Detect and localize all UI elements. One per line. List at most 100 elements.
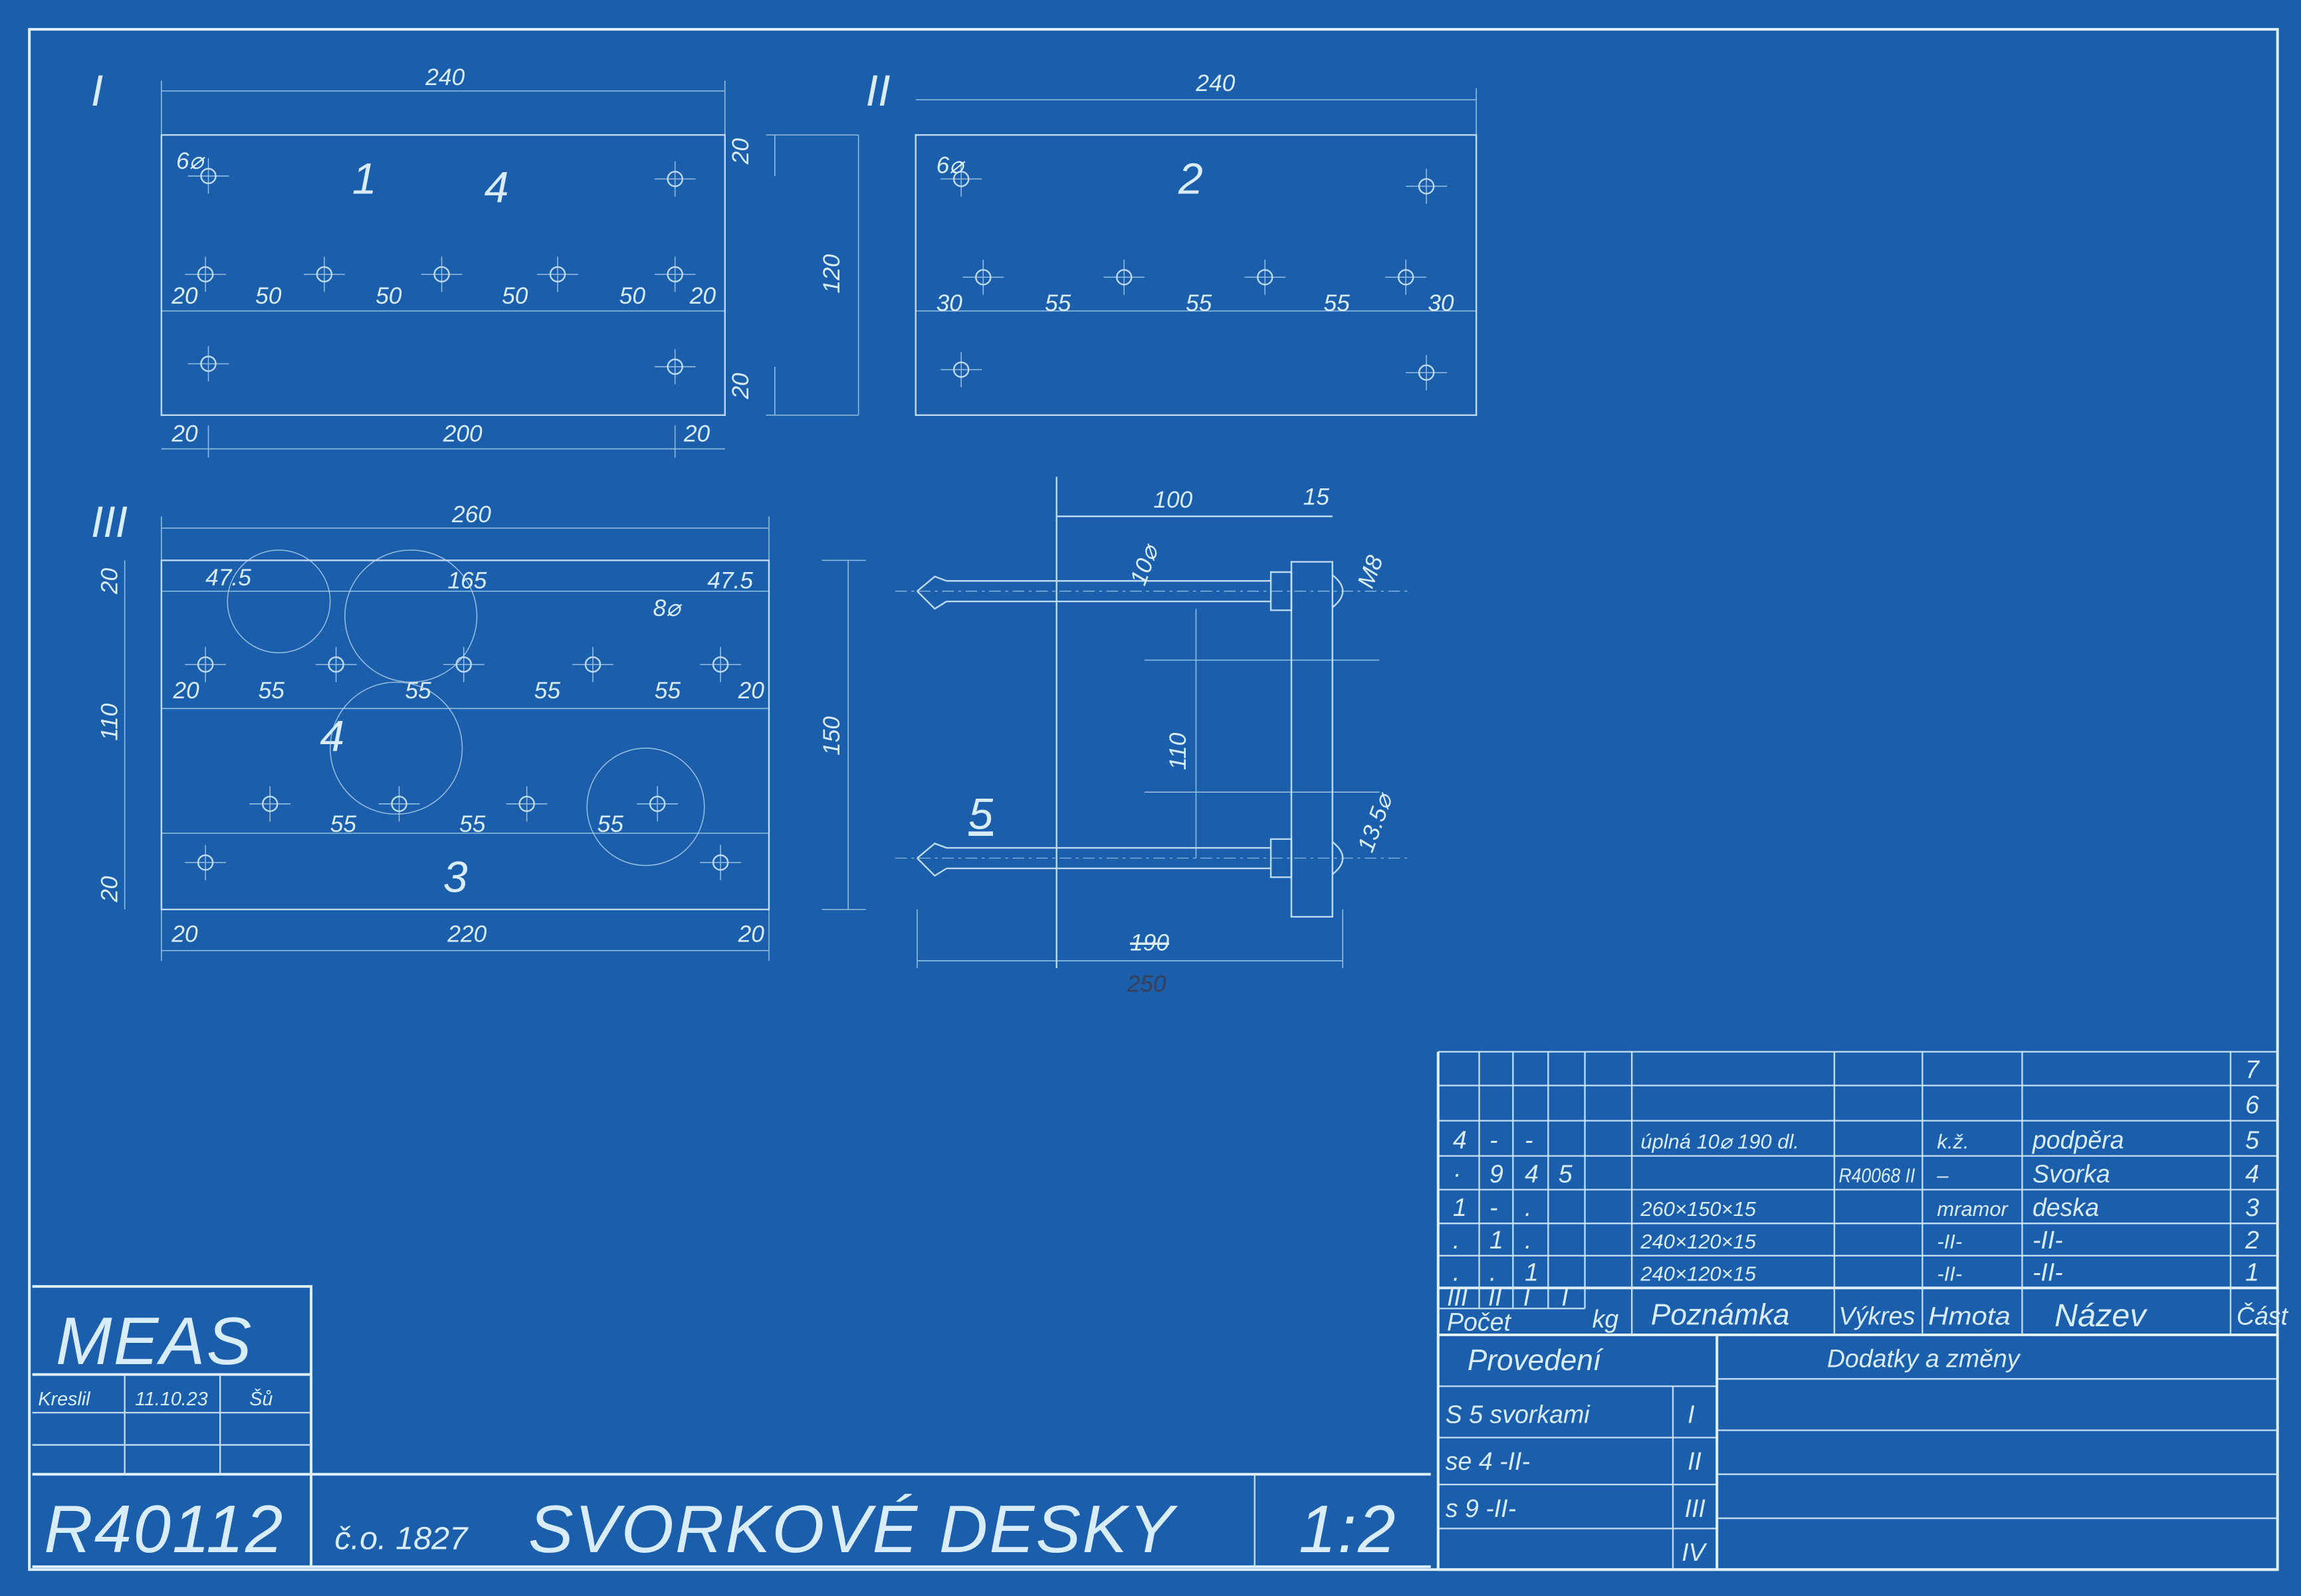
hole-centerline <box>940 351 982 387</box>
parts-cell-qty: · <box>1453 1159 1462 1187</box>
parts-cell-qty: - <box>1525 1126 1533 1154</box>
dim-height: 120 <box>819 254 845 293</box>
drawn-by: Šů <box>249 1387 273 1410</box>
parts-cell-qty: 9 <box>1489 1159 1503 1187</box>
parts-cell-drawing: R40068 II <box>1839 1163 1916 1187</box>
parts-cell-part: 2 <box>2245 1226 2259 1254</box>
parts-cell-qty: . <box>1525 1193 1531 1221</box>
title-block-frame <box>32 1285 1431 1568</box>
dimension-lines <box>124 516 866 961</box>
dim: 47.5 <box>205 565 251 591</box>
dim: 55 <box>259 678 285 704</box>
parts-cell-material: -II- <box>1937 1262 1962 1285</box>
dim: 55 <box>1324 290 1351 316</box>
hole-centerline <box>304 256 345 292</box>
part-number: 1 <box>352 154 377 203</box>
hole-centerline <box>1385 259 1427 295</box>
dim: 20 <box>738 678 765 704</box>
view-3: III 260 47.5 165 47.5 8⌀ 20 110 20 150 2… <box>91 498 866 961</box>
dim: 50 <box>255 283 282 309</box>
hole-centerline <box>249 786 291 822</box>
hole-centerline <box>940 161 982 197</box>
hole-centerline <box>187 346 229 382</box>
dim-top-edge: 20 <box>728 138 754 165</box>
hole-centerline <box>185 845 227 880</box>
parts-cell-qty: . <box>1489 1258 1496 1286</box>
parts-cell-qty: . <box>1525 1226 1531 1254</box>
view-1-label: I <box>91 66 103 116</box>
part-number: 5 <box>968 789 993 839</box>
dim: 200 <box>443 421 483 447</box>
header-variant: I <box>1561 1283 1568 1311</box>
dim: 55 <box>534 678 561 704</box>
execution-variant: I <box>1688 1400 1694 1428</box>
dim: 55 <box>330 811 357 837</box>
dim: 20 <box>97 876 123 903</box>
hole-centerline <box>187 158 229 194</box>
parts-cell-part: 3 <box>2245 1193 2259 1221</box>
parts-cell-note: 240×120×15 <box>1640 1230 1756 1253</box>
parts-cell-part: 4 <box>2245 1159 2259 1187</box>
hole-centerline <box>443 647 485 682</box>
dim: 20 <box>171 283 198 309</box>
header-variant: II <box>1488 1283 1502 1311</box>
header-kg: kg <box>1592 1305 1619 1333</box>
part-number: 4 <box>320 712 344 761</box>
table-frame <box>1436 1051 2278 1571</box>
dim: 55 <box>1186 290 1212 316</box>
sheet-border <box>28 28 2279 1571</box>
parts-cell-material: k.ž. <box>1937 1130 1969 1153</box>
dim-height: 150 <box>819 716 845 755</box>
dim: 50 <box>376 283 402 309</box>
parts-cell-part: 5 <box>2245 1126 2259 1154</box>
parts-cell-name: podpěra <box>2032 1126 2124 1154</box>
header-material: Hmota <box>1928 1302 2011 1330</box>
parts-cell-qty: . <box>1453 1258 1460 1286</box>
hole-centerline <box>700 845 741 880</box>
plate-2-outline <box>915 134 1478 416</box>
title-block-rules <box>32 1374 1256 1567</box>
parts-cell-material: – <box>1936 1163 1949 1187</box>
parts-cell-qty: 4 <box>1525 1159 1539 1187</box>
dim: 55 <box>1045 290 1071 316</box>
side-view: 100 15 10⌀ 110 M8 13.5⌀ 190 250 5 <box>895 476 1409 997</box>
header-note: Poznámka <box>1651 1299 1790 1332</box>
drawn-date: 11.10.23 <box>135 1389 208 1410</box>
dim: 55 <box>655 678 681 704</box>
dim-length-new: 250 <box>1127 971 1166 997</box>
hole-centerline <box>654 256 696 292</box>
hole-centerline <box>185 256 227 292</box>
holes-layer <box>185 158 1447 880</box>
view-2: II 240 6⌀ 30 55 55 55 30 2 <box>866 66 1478 416</box>
dim: 50 <box>502 283 528 309</box>
dim-hole: 6⌀ <box>936 153 966 179</box>
dimension-lines <box>915 88 1477 312</box>
drawing-scale: 1:2 <box>1299 1491 1397 1567</box>
dim: 20 <box>171 421 198 447</box>
order-number: č.o. 1827 <box>334 1520 469 1556</box>
parts-cell-part: 1 <box>2245 1258 2259 1286</box>
dimension-lines <box>161 80 859 458</box>
parts-cell-name: -II- <box>2032 1258 2063 1286</box>
hole-centerline <box>378 786 420 822</box>
dim: 20 <box>173 678 200 704</box>
dim: 20 <box>171 921 198 947</box>
dim: 30 <box>936 290 963 316</box>
drawing-title: SVORKOVÉ DESKY <box>528 1491 1178 1567</box>
dim: 47.5 <box>707 567 753 593</box>
header-part: Část <box>2237 1302 2289 1330</box>
dim-width: 240 <box>1195 70 1235 96</box>
parts-cell-qty: 4 <box>1453 1126 1467 1154</box>
hole-centerline <box>185 647 227 682</box>
rod-tips <box>917 575 947 877</box>
hole-centerline <box>506 786 548 822</box>
parts-cell-qty: 1 <box>1525 1258 1539 1286</box>
dim-spacing: 110 <box>1165 732 1191 770</box>
view-2-label: II <box>866 66 891 116</box>
dim: 55 <box>598 811 624 837</box>
dim: 30 <box>1428 290 1454 316</box>
execution-variant: II <box>1688 1447 1701 1475</box>
plate-1-outline <box>160 134 726 416</box>
dim-bottom-edge: 20 <box>728 373 754 400</box>
hole-centerline <box>1103 259 1145 295</box>
